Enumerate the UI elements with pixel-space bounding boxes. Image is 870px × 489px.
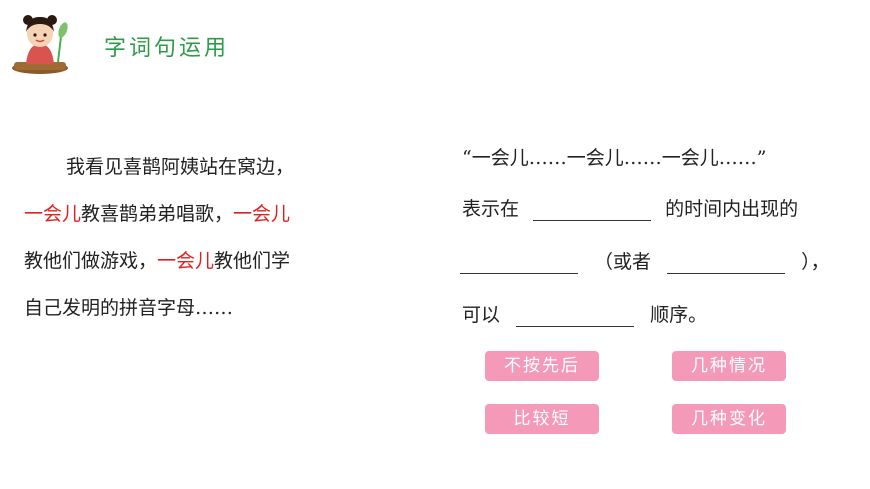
question-quote: “一会儿……一会儿……一会儿……” bbox=[462, 147, 767, 169]
passage-text: 教喜鹊弟弟唱歌， bbox=[81, 203, 234, 225]
question-line-4: 可以 顺序。 bbox=[462, 300, 707, 327]
option-button-1[interactable]: 不按先后 bbox=[485, 351, 599, 381]
question-line-2: 表示在 的时间内出现的 bbox=[462, 194, 798, 221]
question-text: 表示在 bbox=[462, 198, 520, 220]
question-text: 可以 bbox=[462, 304, 501, 326]
reading-passage: 我看见喜鹊阿姨站在窝边， 一会儿教喜鹊弟弟唱歌，一会儿 教他们做游戏，一会儿教他… bbox=[24, 144, 364, 332]
option-button-4[interactable]: 几种变化 bbox=[672, 404, 786, 434]
highlight-yihuier: 一会儿 bbox=[24, 203, 82, 225]
question-line-3: （或者 ）， bbox=[460, 247, 830, 274]
question-text: （或者 bbox=[594, 251, 652, 273]
passage-line-1: 我看见喜鹊阿姨站在窝边， bbox=[24, 144, 364, 191]
option-button-3[interactable]: 比较短 bbox=[485, 404, 599, 434]
header: 字词句运用 bbox=[0, 0, 870, 80]
passage-text: 我看见喜鹊阿姨站在窝边， bbox=[66, 156, 295, 178]
highlight-yihuier: 一会儿 bbox=[157, 250, 215, 272]
passage-line-3: 教他们做游戏，一会儿教他们学 bbox=[24, 238, 364, 285]
question-text: 的时间内出现的 bbox=[665, 198, 799, 220]
highlight-yihuier: 一会儿 bbox=[233, 203, 291, 225]
answer-blank-4[interactable] bbox=[516, 304, 635, 327]
passage-line-4: 自己发明的拼音字母…… bbox=[24, 297, 234, 319]
answer-blank-1[interactable] bbox=[533, 198, 652, 221]
answer-blank-3[interactable] bbox=[667, 251, 786, 274]
answer-blank-2[interactable] bbox=[460, 251, 578, 274]
section-title: 字词句运用 bbox=[104, 36, 230, 61]
passage-text: 教他们学 bbox=[214, 250, 291, 272]
option-button-2[interactable]: 几种情况 bbox=[672, 351, 786, 381]
question-text: 顺序。 bbox=[650, 304, 708, 326]
girl-avatar-icon bbox=[12, 15, 68, 74]
passage-text: 教他们做游戏， bbox=[24, 250, 158, 272]
question-text: ）， bbox=[801, 251, 830, 273]
passage-line-2: 一会儿教喜鹊弟弟唱歌，一会儿 bbox=[24, 191, 364, 238]
